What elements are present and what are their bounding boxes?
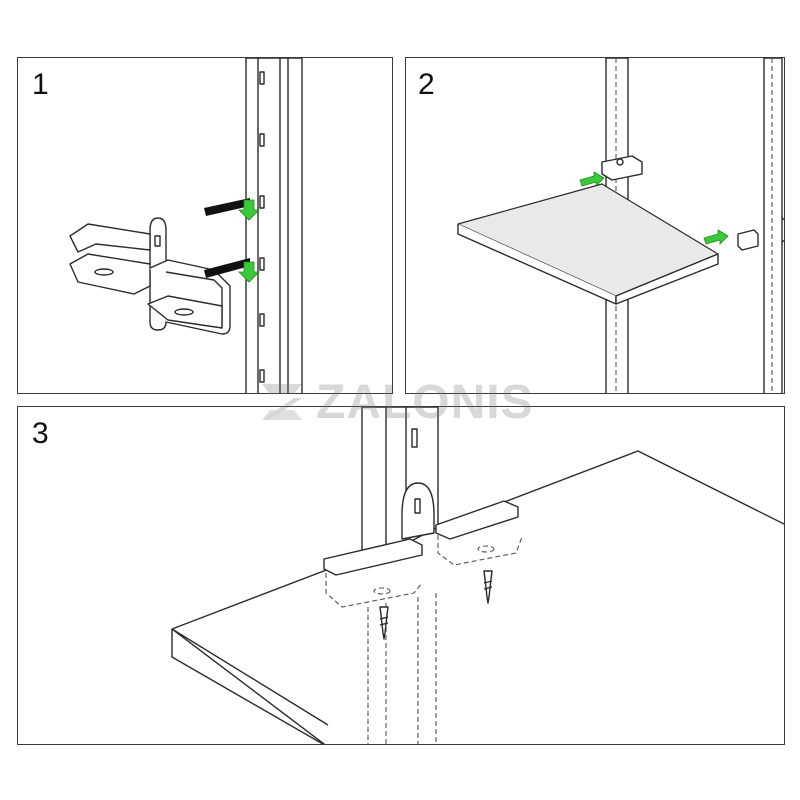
insert-arrow-icon [579, 171, 729, 245]
step-3-panel: 3 [17, 406, 785, 745]
screw-icon [379, 570, 493, 640]
bracket-icon [601, 155, 759, 251]
step-2-illustration [457, 58, 784, 393]
down-arrow-icon [238, 199, 260, 283]
bracket-icon [323, 482, 523, 608]
bracket-icon [69, 217, 231, 335]
step-3-number: 3 [32, 417, 49, 450]
insert-arrow-icon [204, 198, 250, 278]
step-1-panel: 1 [17, 57, 393, 394]
step-3-illustration [171, 407, 784, 744]
step-1-number: 1 [32, 68, 49, 101]
shelf-icon [171, 450, 784, 744]
step-2-panel: 2 [405, 57, 785, 394]
step-1-illustration [69, 58, 303, 393]
shelf-icon [457, 183, 719, 305]
step-2-number: 2 [418, 68, 435, 101]
rail-icon [245, 58, 303, 393]
